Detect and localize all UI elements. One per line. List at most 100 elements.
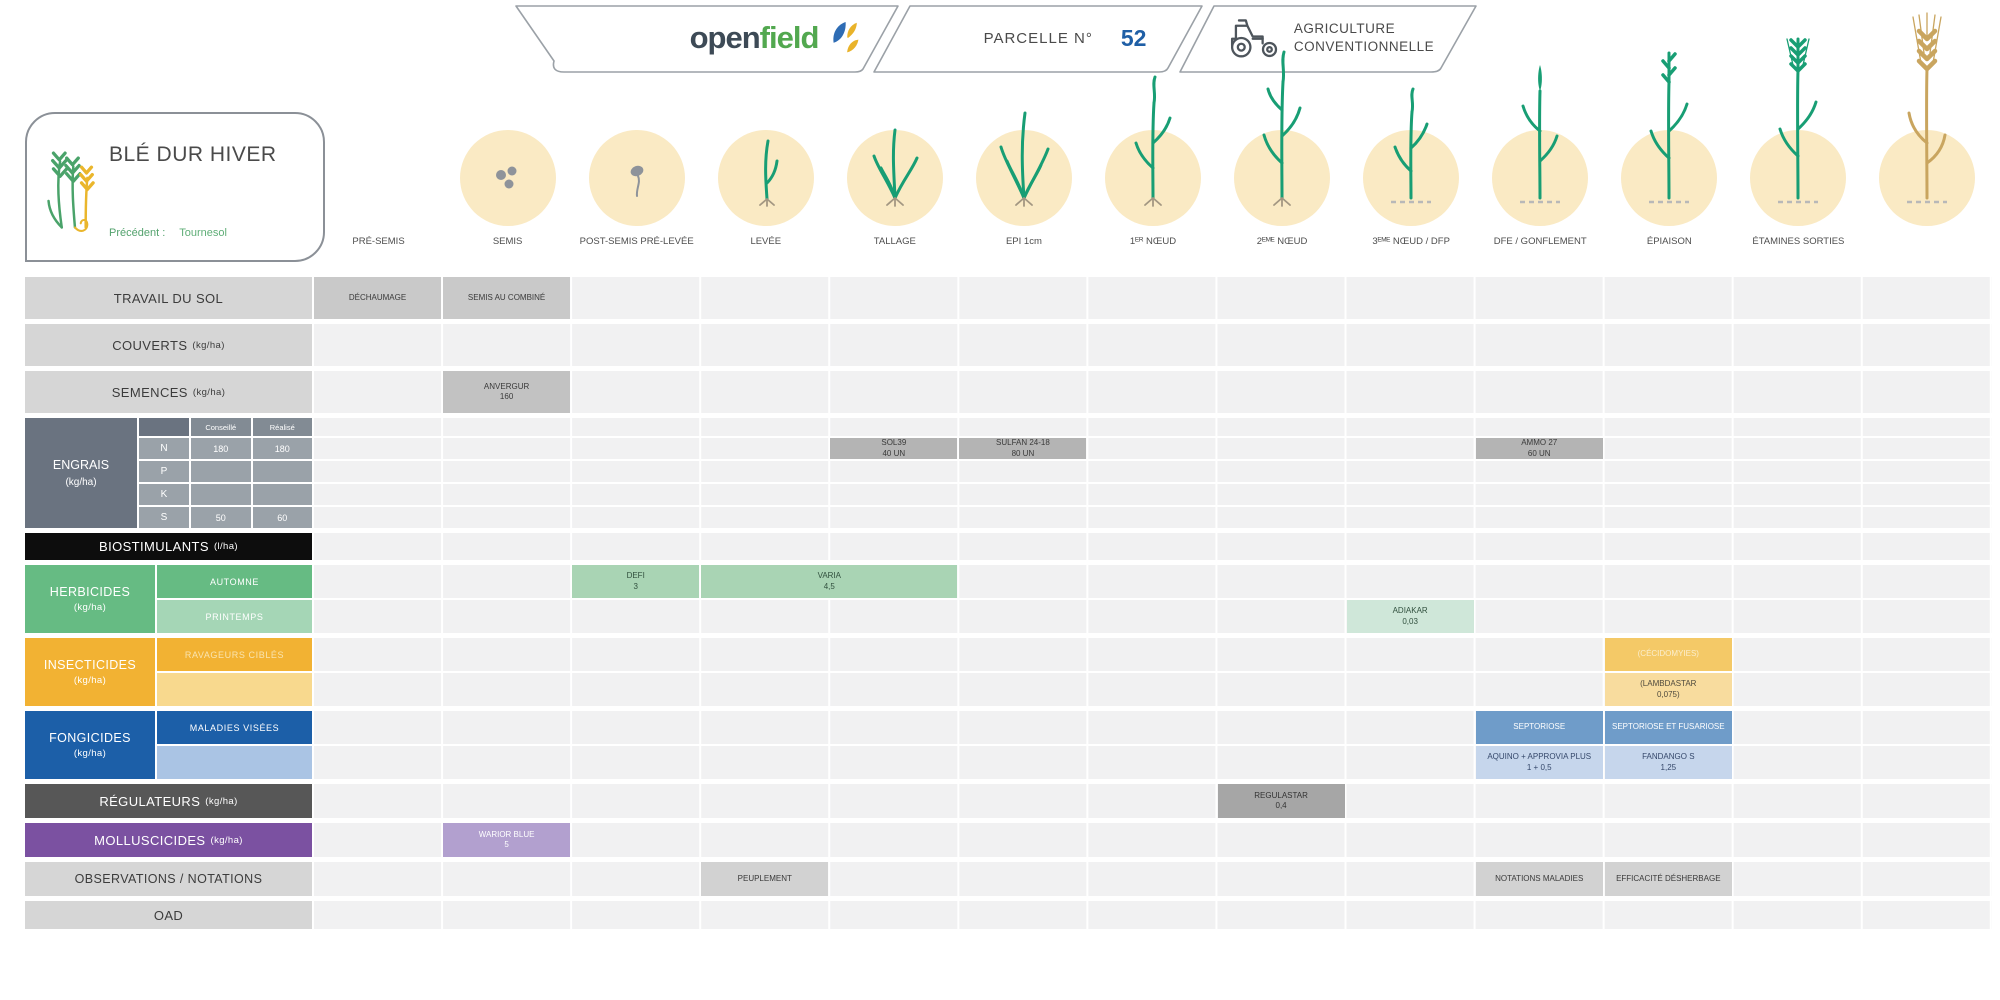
- row-label-molluscicides: MOLLUSCICIDES(kg/ha): [25, 823, 312, 857]
- cell-dechaumage[interactable]: DÉCHAUMAGE: [314, 277, 442, 319]
- openfield-logo: openfield: [620, 4, 930, 72]
- stage-circle: [588, 130, 685, 226]
- tillering-icon: [872, 128, 919, 207]
- row-travail-du-sol: TRAVAIL DU SOL DÉCHAUMAGE SEMIS AU COMBI…: [25, 277, 1992, 319]
- stage-epiaison: ÉPIAISON: [1605, 30, 1734, 274]
- stage-3eme-noeud: 3ᴱᴹᴱ NŒUD / DFP: [1347, 30, 1476, 274]
- shoot-icon: [758, 139, 779, 207]
- top-banner: openfield PARCELLE N° 52 AGRICULTURE CON…: [500, 4, 1490, 76]
- row-cells: DÉCHAUMAGE SEMIS AU COMBINÉ: [314, 277, 1992, 319]
- sublabel-insecticides-blank: [157, 673, 312, 706]
- plant-small-icon: [999, 111, 1050, 207]
- row-fongicides: FONGICIDES(kg/ha) MALADIES VISÉES SEPTOR…: [25, 711, 1992, 779]
- cell-notations-maladies[interactable]: NOTATIONS MALADIES: [1475, 862, 1603, 896]
- heading-icon: [1649, 51, 1690, 204]
- row-label-oad: OAD: [25, 901, 312, 929]
- engrais-n-realise: 180: [252, 438, 312, 459]
- row-cells: [314, 507, 1992, 528]
- cell-efficacite-desherbage[interactable]: EFFICACITÉ DÉSHERBAGE: [1604, 862, 1732, 896]
- engrais-p-realise: [252, 461, 312, 482]
- engrais-npks-table: Conseillé Réalisé N 180 180 P K S 50 60: [139, 418, 312, 528]
- row-couverts: COUVERTS(kg/ha): [25, 324, 1992, 366]
- row-label-semences: SEMENCES(kg/ha): [25, 371, 312, 413]
- stem-3-icon: [1391, 87, 1432, 204]
- row-label-regulateurs: RÉGULATEURS(kg/ha): [25, 784, 312, 818]
- engrais-s-conseille: 50: [191, 507, 251, 528]
- stage-icon-empty: [314, 30, 443, 228]
- sublabel-fongicides-blank: [157, 746, 312, 779]
- row-cells: [314, 484, 1992, 505]
- insecticides-ravageurs-row: RAVAGEURS CIBLÉS (CÉCIDOMYIES): [157, 638, 1992, 671]
- parcel-number: 52: [1120, 24, 1147, 51]
- row-oad: OAD: [25, 901, 1992, 929]
- seeds-icon: [495, 166, 517, 189]
- agriculture-label: AGRICULTURE CONVENTIONNELLE: [1293, 20, 1435, 54]
- row-label-insecticides: INSECTICIDES(kg/ha): [25, 638, 155, 706]
- row-cells: SEPTORIOSE SEPTORIOSE ET FUSARIOSE: [314, 711, 1992, 744]
- cell-cecidomyies[interactable]: (CÉCIDOMYIES): [1604, 638, 1732, 671]
- treatment-grid: TRAVAIL DU SOL DÉCHAUMAGE SEMIS AU COMBI…: [25, 277, 1992, 934]
- engrais-col-realise: Réalisé: [252, 418, 312, 436]
- stage-1er-noeud: 1ᴱᴿ NŒUD: [1088, 30, 1217, 274]
- engrais-el-n: N: [139, 438, 189, 459]
- previous-crop: Précédent :Tournesol: [109, 227, 227, 239]
- stage-circle: [459, 130, 556, 226]
- row-label-herbicides: HERBICIDES(kg/ha): [25, 565, 155, 633]
- stage-etamines: ÉTAMINES SORTIES: [1734, 30, 1863, 274]
- tractor-icon: [1230, 19, 1277, 58]
- sublabel-printemps: PRINTEMPS: [157, 600, 312, 633]
- agriculture-section: AGRICULTURE CONVENTIONNELLE: [1200, 4, 1460, 72]
- sublabel-ravageurs-cibles: RAVAGEURS CIBLÉS: [157, 638, 312, 671]
- sublabel-maladies-visees: MALADIES VISÉES: [157, 711, 312, 744]
- row-label-couverts: COUVERTS(kg/ha): [25, 324, 312, 366]
- stage-levee: LEVÉE: [701, 30, 830, 274]
- growth-stages-header: PRÉ-SEMIS SEMIS POST-SEMIS PRÉ-LEVÉE LEV…: [314, 12, 1992, 274]
- banner-frame: [515, 5, 1477, 73]
- stage-2eme-noeud: 2ᴱᴹᴱ NŒUD: [1218, 30, 1347, 274]
- cell-peuplement[interactable]: PEUPLEMENT: [701, 862, 829, 896]
- row-cells: [314, 901, 1992, 929]
- stage-semis: SEMIS: [443, 30, 572, 274]
- engrais-col-conseille: Conseillé: [191, 418, 251, 436]
- cell-semis-au-combine[interactable]: SEMIS AU COMBINÉ: [443, 277, 571, 319]
- stage-epi-1cm: EPI 1cm: [959, 30, 1088, 274]
- engrais-el-s: S: [139, 507, 189, 528]
- stage-tallage: TALLAGE: [830, 30, 959, 274]
- row-insecticides: INSECTICIDES(kg/ha) RAVAGEURS CIBLÉS (CÉ…: [25, 638, 1992, 706]
- stage-pre-semis: PRÉ-SEMIS: [314, 30, 443, 274]
- parcel-label: PARCELLE N°: [983, 29, 1093, 47]
- row-label-fongicides: FONGICIDES(kg/ha): [25, 711, 155, 779]
- row-label-travail: TRAVAIL DU SOL: [25, 277, 312, 319]
- openfield-leaf-icon: [833, 22, 859, 53]
- row-cells: [314, 324, 1992, 366]
- cell-septoriose-fusariose[interactable]: SEPTORIOSE ET FUSARIOSE: [1604, 711, 1732, 744]
- cell-septoriose[interactable]: SEPTORIOSE: [1475, 711, 1603, 744]
- row-cells: PEUPLEMENT NOTATIONS MALADIES EFFICACITÉ…: [314, 862, 1992, 896]
- row-cells: [314, 418, 1992, 436]
